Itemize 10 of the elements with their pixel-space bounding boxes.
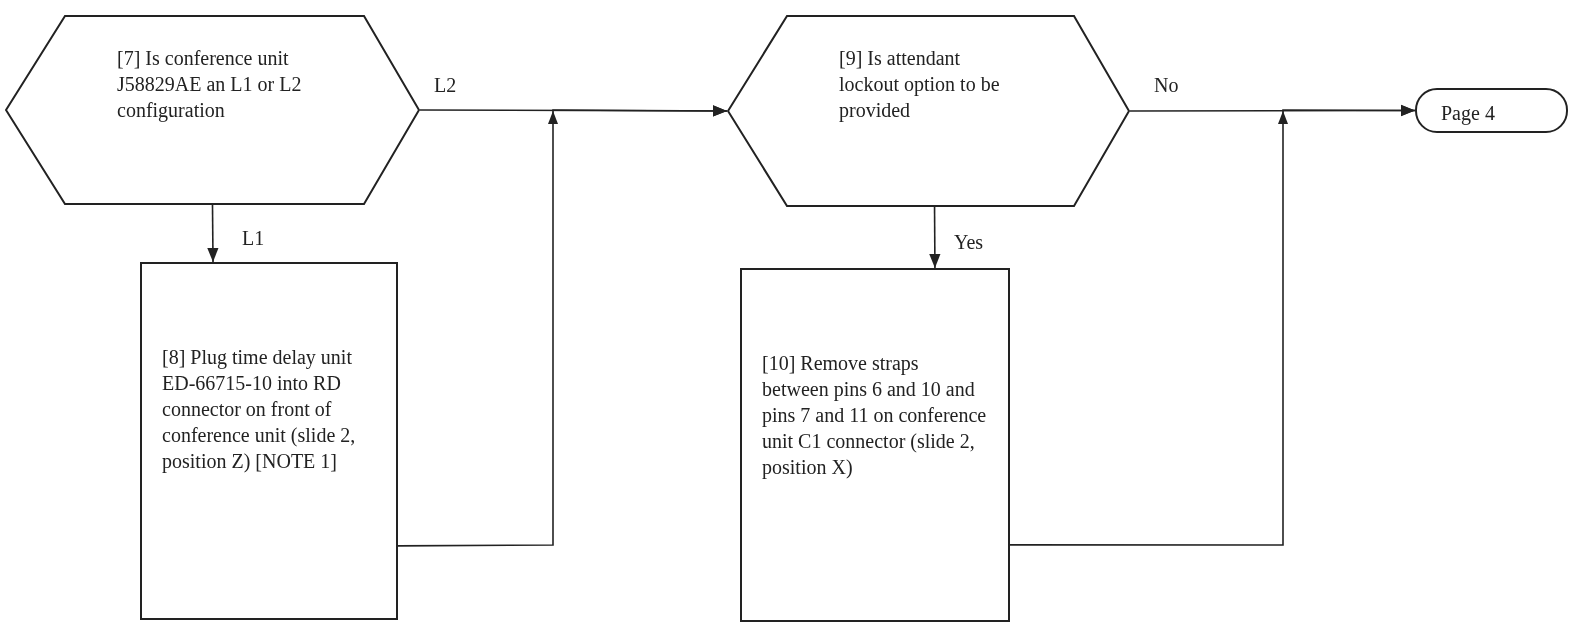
node-text: [9] Is attendant lockout option to be provided [839, 46, 1001, 123]
terminator [1415, 88, 1568, 133]
process-box [140, 262, 398, 620]
node-text: Page 4 [1441, 101, 1496, 126]
decision-hexagon [5, 15, 420, 205]
node-text: [8] Plug time delay unit ED-66715-10 into RD connector on front of conference unit (slide 2, position Z) [NOTE 1] [162, 345, 357, 474]
process-box [740, 268, 1010, 622]
decision-hexagon [727, 15, 1130, 207]
node-text: [10] Remove straps between pins 6 and 10 and pins 7 and 11 on conference unit C1 connector (slide 2, position X) [762, 351, 988, 480]
node-text: [7] Is conference unit J58829AE an L1 or L2 configuration [117, 46, 303, 123]
